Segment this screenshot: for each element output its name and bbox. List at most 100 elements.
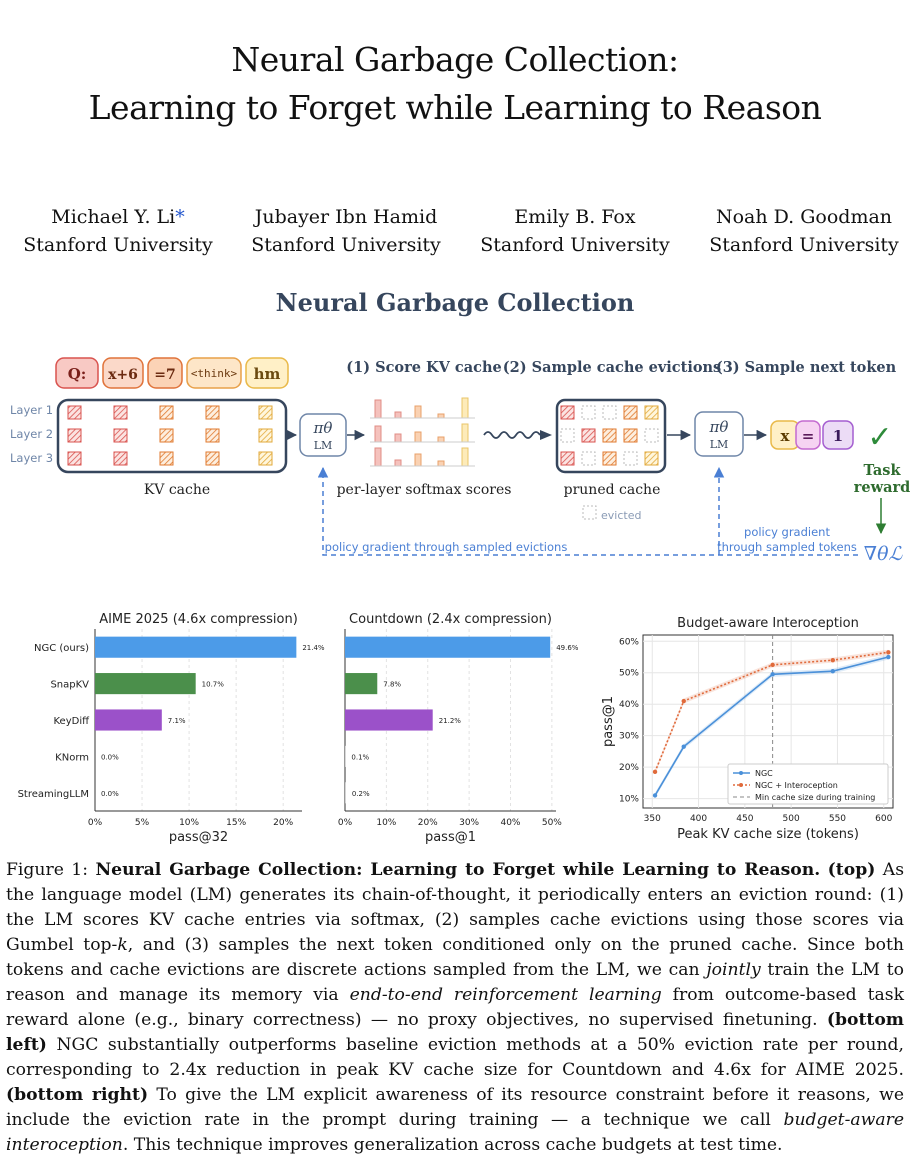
y-tick-label: 40% — [619, 700, 639, 710]
x-tick-label: 15% — [226, 818, 246, 828]
x-axis-label: pass@32 — [169, 830, 228, 845]
bar — [345, 637, 550, 658]
prompt-token-q: Q: — [68, 365, 87, 383]
author-1: Michael Y. Li* Stanford University — [3, 203, 233, 259]
prompt-token-think: <think> — [191, 367, 238, 380]
figure-caption: Figure 1: Neural Garbage Collection: Lea… — [6, 858, 904, 1158]
x-tick-label: 5% — [135, 818, 150, 828]
x-tick-label: 40% — [500, 818, 520, 828]
x-tick-label: 0% — [88, 818, 103, 828]
bar-value-label: 7.1% — [168, 717, 186, 725]
policy-symbol-2: πθ — [709, 418, 729, 436]
step-2-label: (2) Sample cache evictions — [503, 359, 721, 376]
author-name: Emily B. Fox — [514, 206, 635, 228]
results-charts: 0% 5% 10% 15% 20% 21.4% NGC (ours) 10.7% SnapKV 7… — [0, 605, 910, 845]
bar — [95, 673, 196, 694]
chart-title: Countdown (2.4x compression) — [349, 612, 552, 627]
layer-label-1: Layer 1 — [10, 403, 53, 417]
caption-text: NGC substantially outperforms baseline e… — [6, 1035, 904, 1080]
caption-italic-k: k — [117, 935, 127, 955]
legend-marker — [739, 783, 743, 787]
author-name: Noah D. Goodman — [716, 206, 892, 228]
y-tick-label: 30% — [619, 732, 639, 742]
step-1-label: (1) Score KV cache — [346, 359, 501, 376]
softmax-scores-label: per-layer softmax scores — [337, 482, 512, 498]
output-token-x: x — [781, 427, 791, 445]
grad-tokens-label-1: policy gradient — [744, 525, 830, 539]
y-tick-label: 20% — [619, 763, 639, 773]
caption-bold-title: Neural Garbage Collection: Learning to F… — [95, 860, 820, 880]
series-point — [653, 793, 657, 797]
prompt-tokens: Q: x+6 =7 <think> hm — [56, 358, 288, 388]
author-name: Michael Y. Li — [51, 206, 175, 228]
bar-value-label: 49.6% — [556, 644, 579, 652]
evicted-label: evicted — [601, 509, 641, 522]
chart-title: Budget-aware Interoception — [677, 616, 859, 631]
series-point — [770, 663, 774, 667]
bar — [95, 709, 162, 730]
author-3: Emily B. Fox Stanford University — [460, 203, 690, 259]
series-point — [831, 669, 835, 673]
caption-italic-jointly: jointly — [706, 960, 760, 980]
author-affiliation: Stanford University — [3, 231, 233, 259]
ngc-diagram: Q: x+6 =7 <think> hm Layer 1 Layer 2 Lay… — [0, 340, 910, 570]
policy-symbol-1: πθ — [313, 419, 333, 437]
paper-title-line-2: Learning to Forget while Learning to Rea… — [0, 88, 910, 127]
x-tick-label: 0% — [338, 818, 353, 828]
bar-value-label: 0.0% — [101, 753, 119, 761]
legend-label: NGC + Interoception — [755, 781, 838, 790]
kv-cache-label: KV cache — [144, 482, 210, 498]
check-icon: ✓ — [867, 420, 892, 455]
caption-text: . This technique improves generalization… — [123, 1135, 783, 1155]
chart-title: AIME 2025 (4.6x compression) — [99, 612, 298, 627]
author-2: Jubayer Ibn Hamid Stanford University — [231, 203, 461, 259]
gumbel-sampling-arrow — [484, 432, 540, 438]
bar-value-label: 0.1% — [351, 753, 369, 761]
x-tick-label: 350 — [644, 814, 661, 824]
bar — [95, 637, 296, 658]
bar-value-label: 7.8% — [383, 681, 401, 689]
author-4: Noah D. Goodman Stanford University — [689, 203, 910, 259]
caption-bottom-right-tag: (bottom right) — [6, 1085, 148, 1105]
bar — [345, 782, 346, 803]
category-label: SnapKV — [50, 680, 89, 691]
category-label: StreamingLLM — [18, 789, 89, 800]
task-reward-label-2: reward — [854, 479, 910, 496]
bar-value-label: 10.7% — [202, 681, 225, 689]
series-point — [770, 672, 774, 676]
series-point — [886, 655, 890, 659]
x-tick-label: 450 — [736, 814, 753, 824]
x-tick-label: 20% — [418, 818, 438, 828]
grad-evictions-label: policy gradient through sampled eviction… — [325, 540, 568, 554]
caption-top-tag: (top) — [828, 860, 876, 880]
author-name: Jubayer Ibn Hamid — [255, 206, 438, 228]
policy-lm-label-2: LM — [710, 438, 729, 451]
output-tokens: x = 1 — [771, 421, 853, 449]
category-label: NGC (ours) — [34, 643, 89, 654]
step-3-label: (3) Sample next token — [716, 359, 897, 376]
series-point — [886, 650, 890, 654]
paper-title-line-1: Neural Garbage Collection: — [0, 40, 910, 79]
series-point — [682, 744, 686, 748]
author-affiliation: Stanford University — [231, 231, 461, 259]
task-reward-label-1: Task — [863, 462, 901, 479]
corresponding-mark: * — [175, 206, 185, 228]
y-tick-label: 10% — [619, 795, 639, 805]
bar-value-label: 0.2% — [352, 790, 370, 798]
layer-label-2: Layer 2 — [10, 427, 53, 441]
legend-marker — [739, 771, 743, 775]
x-tick-label: 20% — [273, 818, 293, 828]
bar-value-label: 21.4% — [302, 644, 325, 652]
softmax-score-bars — [370, 398, 475, 466]
x-tick-label: 400 — [690, 814, 707, 824]
caption-fig-label: Figure 1: — [6, 860, 88, 880]
author-affiliation: Stanford University — [689, 231, 910, 259]
x-tick-label: 550 — [829, 814, 846, 824]
author-affiliation: Stanford University — [460, 231, 690, 259]
x-tick-label: 30% — [459, 818, 479, 828]
series-point — [653, 770, 657, 774]
bar — [345, 709, 433, 730]
caption-italic-e2e: end-to-end reinforcement learning — [350, 985, 662, 1005]
bar-value-label: 0.0% — [101, 790, 119, 798]
output-token-1: 1 — [833, 427, 843, 445]
